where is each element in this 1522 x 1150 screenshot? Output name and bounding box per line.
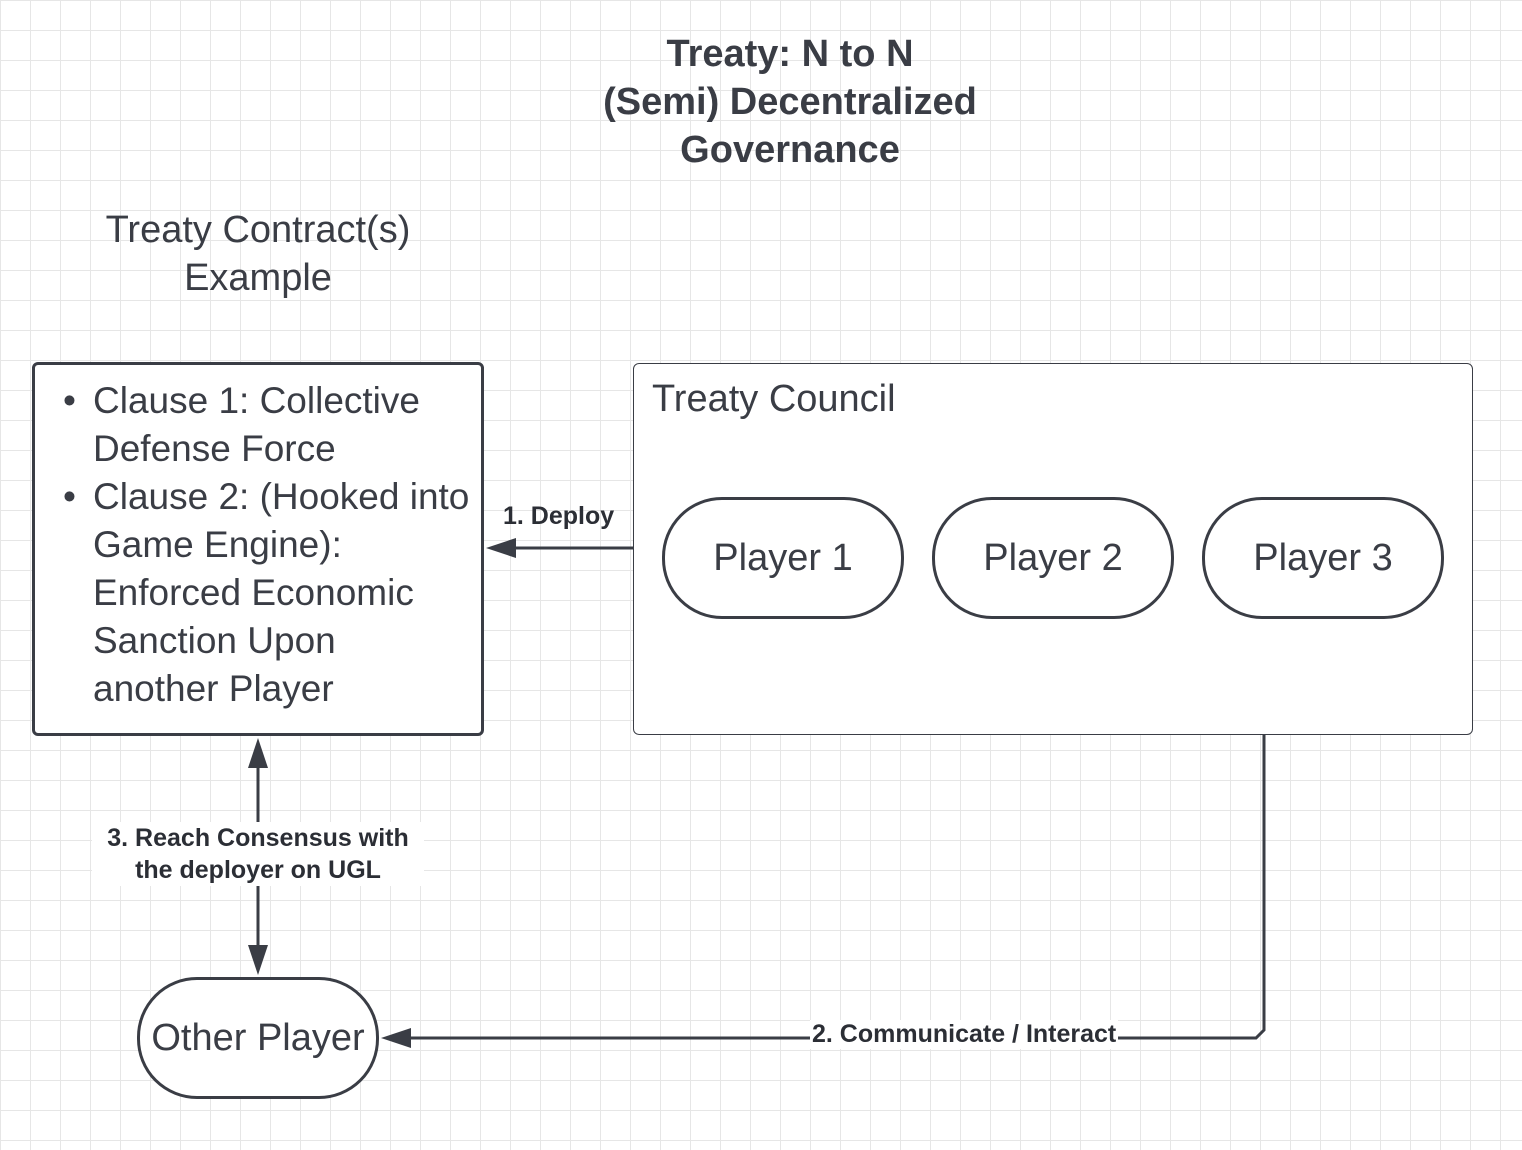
consensus-label: 3. Reach Consensus with the deployer on …	[92, 822, 424, 886]
contracts-heading-line-2: Example	[184, 257, 332, 299]
treaty-council-title: Treaty Council	[652, 378, 896, 420]
communicate-connector	[381, 735, 1266, 1048]
deploy-connector	[486, 538, 633, 558]
clause-item-2: Clause 2: (Hooked into Game Engine): Enf…	[63, 473, 471, 713]
player-2-node: Player 2	[932, 497, 1174, 619]
title-line-1: Treaty: N to N	[666, 33, 914, 75]
deploy-label: 1. Deploy	[503, 502, 615, 530]
consensus-label-line-1: 3. Reach Consensus with	[107, 824, 409, 852]
contracts-heading: Treaty Contract(s) Example	[40, 206, 476, 302]
clause-item-1: Clause 1: Collective Defense Force	[63, 377, 471, 473]
contracts-heading-line-1: Treaty Contract(s)	[105, 209, 411, 251]
other-player-node: Other Player	[137, 977, 379, 1099]
treaty-contract-box: Clause 1: Collective Defense Force Claus…	[32, 362, 484, 736]
consensus-label-line-2: the deployer on UGL	[135, 856, 381, 884]
communicate-label: 2. Communicate / Interact	[810, 1020, 1119, 1049]
title-line-2: (Semi) Decentralized	[603, 81, 977, 123]
title-line-3: Governance	[680, 129, 900, 171]
diagram-title: Treaty: N to N (Semi) Decentralized Gove…	[540, 30, 1040, 174]
clause-list: Clause 1: Collective Defense Force Claus…	[35, 365, 481, 713]
player-3-node: Player 3	[1202, 497, 1444, 619]
player-1-node: Player 1	[662, 497, 904, 619]
